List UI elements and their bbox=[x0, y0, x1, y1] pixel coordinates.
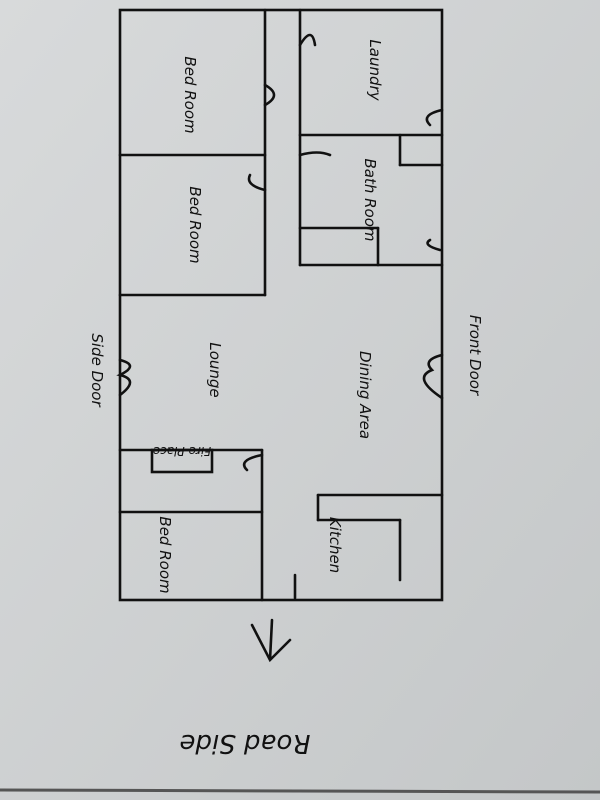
room-label-dining: Dining Area bbox=[356, 351, 374, 439]
room-label-kitchen: Kitchen bbox=[326, 517, 344, 573]
road-side-label: Road Side bbox=[180, 728, 311, 758]
front-door-label: Front Door bbox=[466, 315, 484, 396]
room-label-bed-3: Bed Room bbox=[156, 516, 174, 593]
arrow-down-icon bbox=[250, 618, 292, 663]
door-swings bbox=[116, 33, 444, 472]
door-icon bbox=[247, 173, 267, 192]
paper-edge bbox=[0, 788, 600, 794]
room-labels: Bed Room Bed Room Bed Room Laundry Bath … bbox=[153, 39, 384, 593]
door-icon bbox=[425, 108, 444, 252]
door-icon bbox=[242, 453, 264, 472]
fireplace bbox=[150, 448, 214, 474]
side-door-icon bbox=[116, 358, 132, 397]
door-icon bbox=[298, 151, 332, 157]
room-label-lounge: Lounge bbox=[206, 342, 224, 397]
walls bbox=[118, 8, 444, 602]
side-door-label: Side Door bbox=[88, 333, 106, 407]
front-door-icon bbox=[422, 353, 444, 400]
door-icon bbox=[263, 83, 276, 107]
fireplace-label: Fire Place bbox=[153, 444, 211, 458]
door-icon bbox=[298, 33, 317, 47]
room-label-bed-2: Bed Room bbox=[186, 186, 204, 263]
room-label-bath: Bath Room bbox=[361, 158, 379, 241]
outer-wall bbox=[118, 8, 444, 602]
room-label-bed-1: Bed Room bbox=[181, 56, 199, 133]
room-label-laundry: Laundry bbox=[366, 39, 384, 101]
